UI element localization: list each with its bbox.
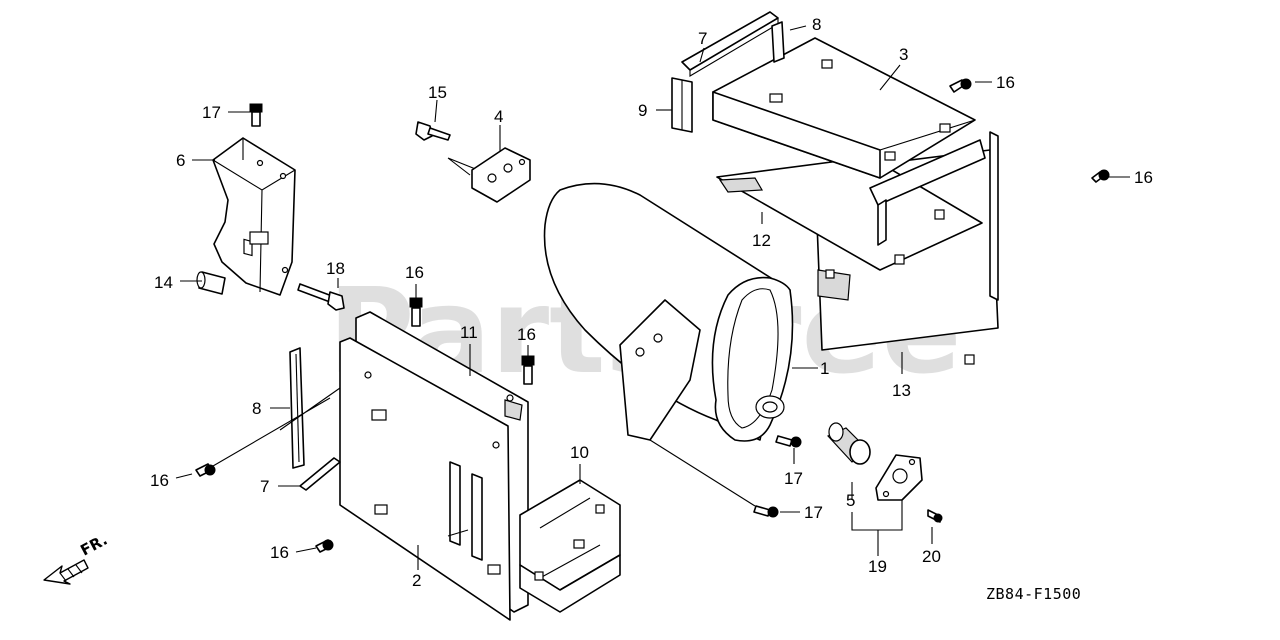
callout-16-far-right: 16 xyxy=(1134,168,1153,187)
callout-14: 14 xyxy=(154,273,173,292)
bolt-16-center[interactable] xyxy=(409,297,423,327)
callout-8-lower: 8 xyxy=(252,399,261,418)
part-9-strip[interactable] xyxy=(671,77,693,133)
callout-16-left: 16 xyxy=(150,471,169,490)
callout-4: 4 xyxy=(494,107,503,126)
part-19-gasket[interactable] xyxy=(875,454,923,501)
callout-6: 6 xyxy=(176,151,185,170)
callout-labels: 1 2 3 4 5 6 7 7 8 8 9 10 11 12 13 14 15 … xyxy=(150,15,1153,590)
part-4-gasket[interactable] xyxy=(471,147,531,203)
leader-lines xyxy=(175,25,1130,570)
callout-11: 11 xyxy=(460,323,478,342)
part-20-screw[interactable] xyxy=(927,509,943,523)
callout-15: 15 xyxy=(428,83,447,102)
bolt-17-top[interactable] xyxy=(249,103,263,127)
callout-12: 12 xyxy=(752,231,771,250)
part-7-strip-lower[interactable] xyxy=(299,457,341,491)
callout-16-upper-right: 16 xyxy=(996,73,1015,92)
callout-1: 1 xyxy=(820,359,829,378)
front-label: FR. xyxy=(77,531,110,560)
bolt-15-leader xyxy=(447,157,479,176)
callout-16-bottom: 16 xyxy=(270,543,289,562)
part-18-bolt[interactable] xyxy=(297,283,345,311)
callout-17-lower: 17 xyxy=(804,503,823,522)
callout-16-panel: 16 xyxy=(517,325,536,344)
bolt-17-lower[interactable] xyxy=(753,505,779,518)
part-8-strip-top[interactable] xyxy=(771,21,785,63)
callout-2: 2 xyxy=(412,571,421,590)
part-15-bolt[interactable] xyxy=(415,121,451,141)
drawing-code: ZB84-F1500 xyxy=(986,585,1081,603)
front-direction-indicator: FR. xyxy=(43,531,110,585)
callout-8-top: 8 xyxy=(812,15,821,34)
bolt-16-far-right[interactable] xyxy=(1091,169,1110,183)
callout-5: 5 xyxy=(846,491,855,510)
part-3-upper-cover[interactable] xyxy=(712,37,999,301)
part-7-strip-top[interactable] xyxy=(681,11,779,77)
bolt-16-panel[interactable] xyxy=(521,355,535,385)
callout-20: 20 xyxy=(922,547,941,566)
callout-17-muffler: 17 xyxy=(784,469,803,488)
part-6-side-bracket[interactable] xyxy=(212,137,296,296)
part-2-main-panel[interactable] xyxy=(339,337,511,621)
callout-7-lower: 7 xyxy=(260,477,269,496)
callout-13: 13 xyxy=(892,381,911,400)
part-14-spacer[interactable] xyxy=(196,271,226,295)
callout-9: 9 xyxy=(638,101,647,120)
part-10-base-tray[interactable] xyxy=(519,479,621,613)
callout-16-center: 16 xyxy=(405,263,424,282)
callout-17-top: 17 xyxy=(202,103,221,122)
callout-10: 10 xyxy=(570,443,589,462)
bolt-16-left[interactable] xyxy=(195,463,216,477)
part-8-strip-lower[interactable] xyxy=(289,347,305,469)
bolt-17-muffler[interactable] xyxy=(775,435,802,448)
callout-18: 18 xyxy=(326,259,345,278)
callout-19: 19 xyxy=(868,557,887,576)
callout-7-top: 7 xyxy=(698,29,707,48)
bolt-16-upper-right[interactable] xyxy=(949,78,972,93)
front-arrow-icon xyxy=(43,559,89,585)
bolt-16-bottom[interactable] xyxy=(315,539,334,553)
part-5-spark-screen[interactable] xyxy=(826,422,871,465)
part-1-muffler[interactable] xyxy=(543,182,794,442)
callout-3: 3 xyxy=(899,45,908,64)
